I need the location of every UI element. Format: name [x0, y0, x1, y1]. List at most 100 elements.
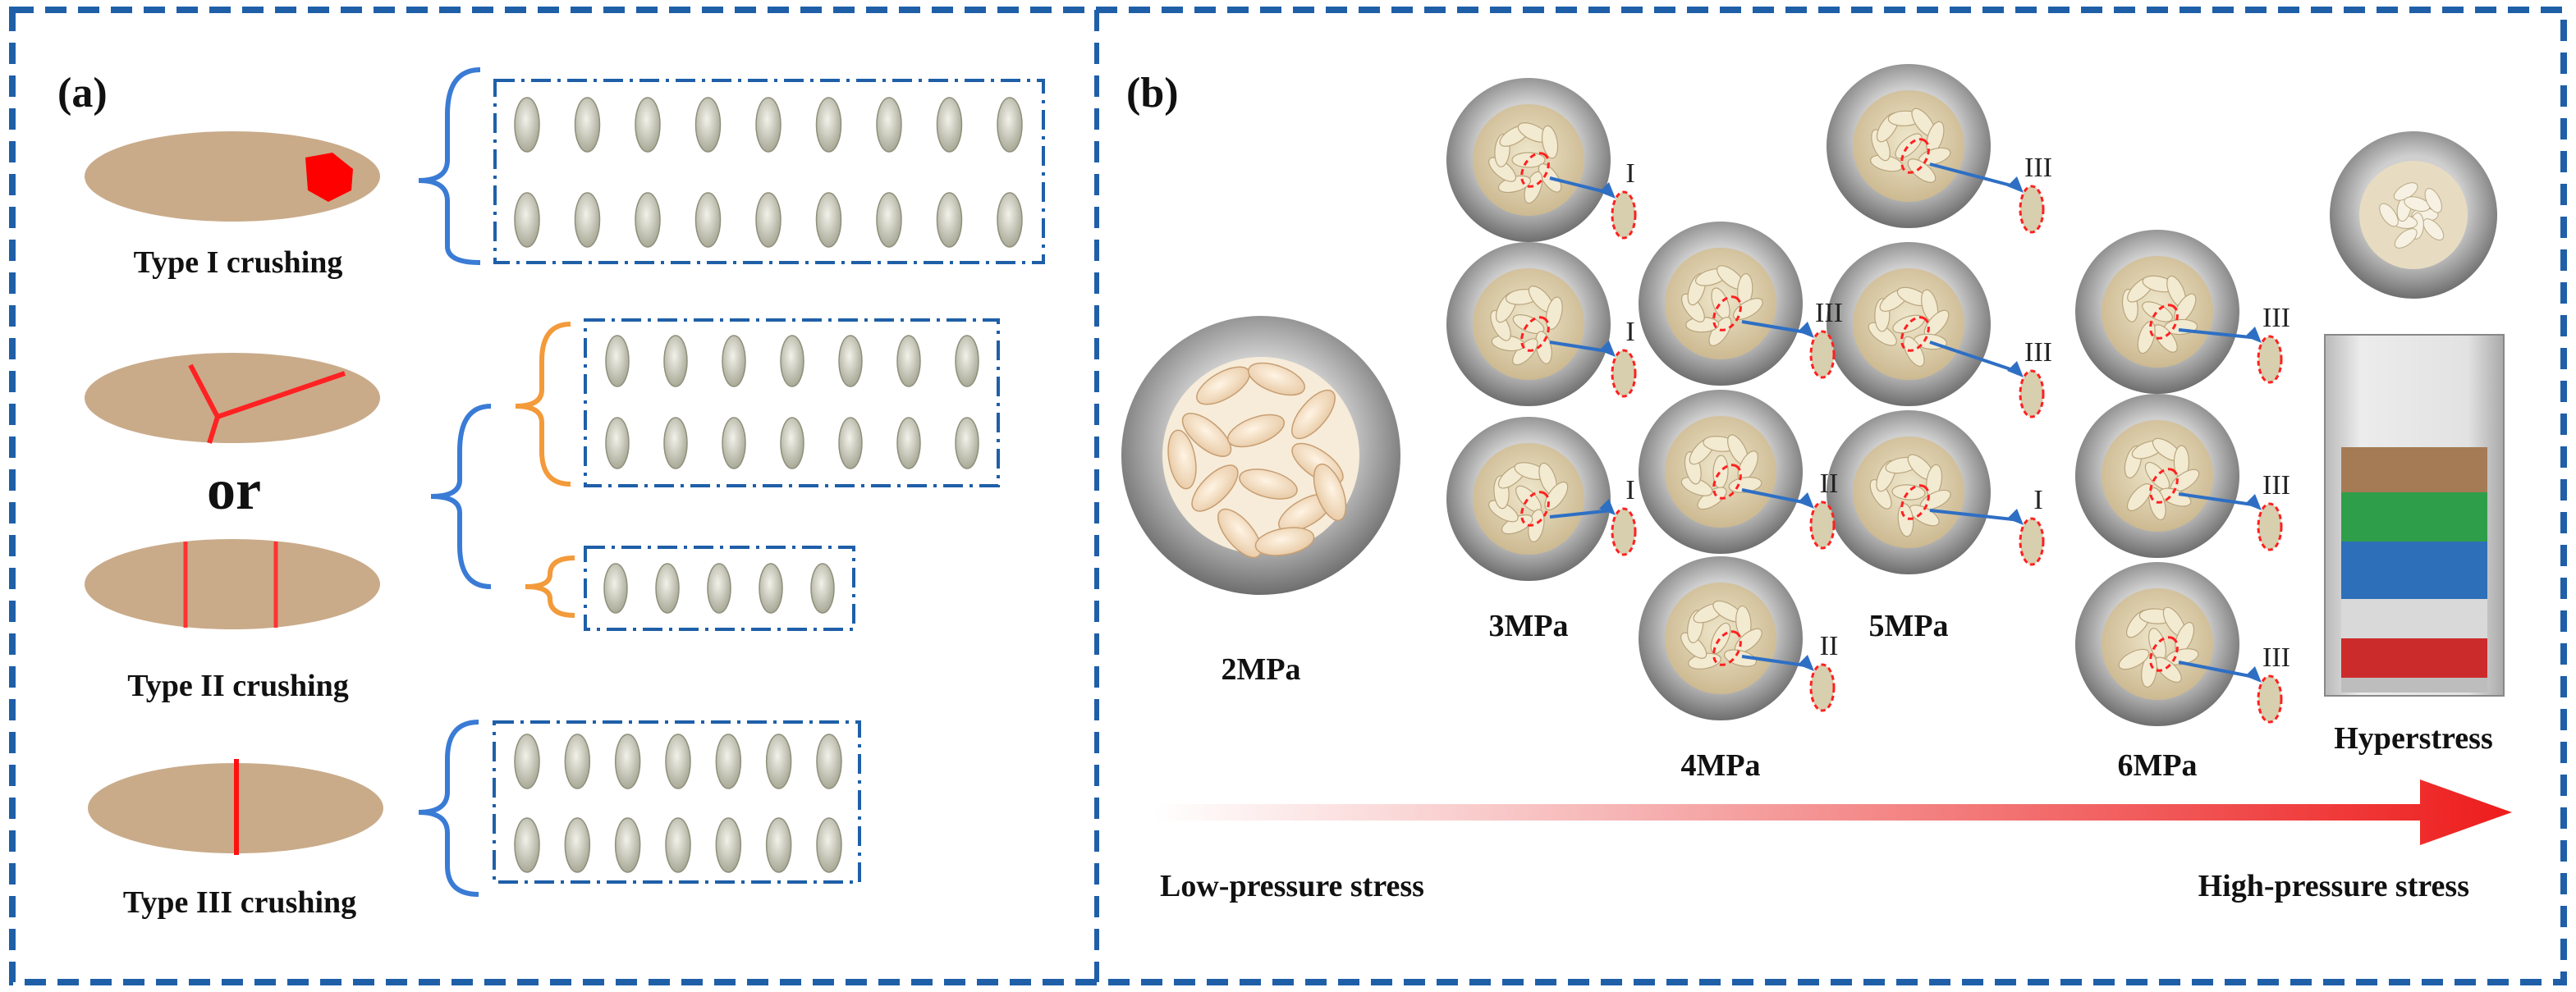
- crush-type-label: I: [1625, 317, 1634, 347]
- callout-arrow: [1929, 509, 2021, 522]
- sample-grain: [755, 97, 782, 153]
- crush-type-label: II: [1820, 631, 1839, 661]
- pressure-container: [1827, 242, 1991, 406]
- type2-upper-brace: [515, 322, 571, 487]
- hyperstress-cylinder: [2324, 334, 2505, 697]
- type2-grain-diagram-b: [85, 539, 380, 629]
- panel-b-label: (b): [1126, 70, 1179, 117]
- sample-grain: [765, 817, 792, 873]
- type2-caption: Type II crushing: [127, 669, 349, 703]
- sample-grain: [605, 417, 630, 469]
- broken-grain-callout: [2257, 502, 2283, 551]
- rice-grain: [1226, 414, 1286, 448]
- broken-grain-callout: [1809, 330, 1836, 379]
- type1-grain-diagram: [85, 131, 380, 222]
- sample-grain: [955, 335, 979, 387]
- sample-grain: [876, 192, 902, 248]
- sample-grain: [574, 192, 601, 248]
- sample-grain: [896, 335, 921, 387]
- type3-sample-box: [493, 720, 861, 884]
- crush-type-label: II: [1820, 469, 1839, 499]
- panel-a-label: (a): [57, 70, 108, 117]
- sample-grain: [896, 417, 921, 469]
- callout-arrow: [1929, 162, 2021, 190]
- sample-grain: [614, 817, 641, 873]
- outer-frame: [9, 7, 2567, 985]
- type1-crush-spot: [305, 153, 353, 202]
- type3-caption: Type III crushing: [123, 885, 356, 920]
- pressure-container: [1446, 78, 1611, 242]
- pressure-container: [1446, 242, 1611, 406]
- sample-grain: [514, 97, 540, 153]
- label-2mpa: 2MPa: [1221, 652, 1300, 687]
- sample-grain: [514, 734, 540, 789]
- type1-sample-box: [493, 79, 1045, 264]
- highlight-circle: [1900, 138, 1930, 174]
- sample-grain: [936, 97, 963, 153]
- callout-arrow: [1929, 341, 2021, 374]
- sample-grain: [997, 192, 1023, 248]
- crush-type-label: III: [2262, 642, 2290, 673]
- broken-grain-callout: [2257, 674, 2283, 724]
- highlight-circle: [1520, 316, 1550, 352]
- type2-lower-sample-grains: [603, 563, 835, 614]
- sample-grain: [514, 192, 540, 248]
- type1-brace: [418, 67, 481, 265]
- pressure-container: [1639, 222, 1803, 386]
- rice-grain: [1313, 463, 1347, 522]
- pressure-container: [1827, 64, 1991, 228]
- rice-grain: [1239, 469, 1298, 500]
- sample-grain: [574, 97, 601, 153]
- pressure-container: [1827, 410, 1991, 574]
- sample-grain: [816, 734, 842, 789]
- sample-grain: [816, 817, 842, 873]
- crush-type-label: III: [1815, 298, 1843, 328]
- sample-grain: [665, 734, 691, 789]
- sample-grain: [635, 192, 661, 248]
- crush-type-label: I: [1625, 158, 1634, 189]
- sample-grain: [665, 817, 691, 873]
- sample-grain: [715, 817, 742, 873]
- container-2mpa: [1121, 316, 1400, 595]
- pressure-container: [1446, 417, 1611, 581]
- sample-grain: [876, 97, 902, 153]
- rice-grain: [1217, 508, 1262, 559]
- sample-grain: [564, 734, 591, 789]
- highlight-circle: [2149, 636, 2179, 672]
- type2-upper-sample-grains: [605, 335, 979, 469]
- type3-brace: [418, 720, 479, 897]
- rice-grain: [1247, 362, 1306, 396]
- broken-grain-callout: [2019, 185, 2045, 234]
- broken-grain-callout: [1611, 507, 1637, 556]
- sample-grain: [663, 335, 688, 387]
- pressure-arrow: [1153, 779, 2512, 845]
- pressure-container: [2075, 562, 2239, 726]
- sample-grain: [755, 192, 782, 248]
- crush-type-label: III: [2024, 337, 2052, 368]
- highlight-circle: [1712, 630, 1742, 666]
- sample-grain: [635, 97, 661, 153]
- type2-crack-y: [188, 363, 346, 444]
- rice-grain: [1191, 464, 1239, 512]
- sample-grain: [815, 97, 842, 153]
- callout-arrow: [2178, 328, 2259, 340]
- type3-sample-grains: [514, 734, 842, 873]
- callout-arrow: [2178, 661, 2259, 679]
- sample-grain: [759, 563, 783, 614]
- crush-type-label: III: [2262, 303, 2290, 333]
- highlight-circle: [2149, 468, 2179, 504]
- panel-a: (a) Type I crushing or Type II crushing: [57, 67, 1045, 920]
- sample-grain: [838, 417, 863, 469]
- pressure-container: [2075, 394, 2239, 558]
- highlight-circle: [1520, 491, 1550, 527]
- type2-lower-sample-box: [584, 546, 855, 631]
- broken-grain-callout: [2257, 335, 2283, 384]
- label-hyperstress: Hyperstress: [2334, 721, 2493, 756]
- type2-upper-sample-box: [584, 318, 1000, 487]
- sample-grain: [936, 192, 963, 248]
- label-high-pressure-stress: High-pressure stress: [2198, 869, 2469, 903]
- broken-grain-callout: [1809, 663, 1836, 712]
- type2-lower-brace: [525, 555, 575, 618]
